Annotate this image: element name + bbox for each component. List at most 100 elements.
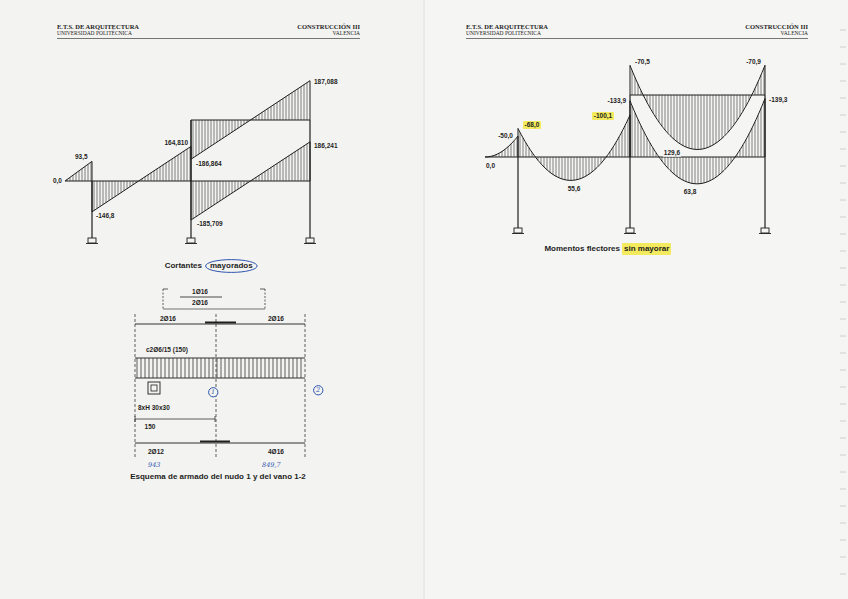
- hatch-line: [583, 157, 584, 178]
- beam-outline: [135, 358, 305, 359]
- hatch-line: [148, 175, 149, 181]
- hatch-line: [713, 95, 714, 145]
- stirrup-line: [213, 358, 214, 378]
- hatch-line: [271, 167, 272, 181]
- hatch-line: [671, 95, 672, 136]
- stirrup-line: [245, 358, 246, 378]
- header-text: UNIVERSIDAD POLITÉCNICA: [57, 31, 132, 37]
- support-symbol: [626, 228, 634, 233]
- rebar-line: [163, 309, 265, 310]
- stirrup-line: [233, 358, 234, 378]
- stirrup-line: [165, 358, 166, 378]
- hatch-line: [722, 95, 723, 138]
- hatch-line: [202, 181, 203, 213]
- hatch-line: [208, 181, 209, 209]
- rebar-line: [135, 324, 305, 325]
- margin-tick: [840, 574, 846, 575]
- hatch-line: [625, 126, 626, 157]
- hatch-line: [565, 157, 566, 180]
- moment-value: -70,5: [634, 59, 651, 66]
- margin-tick: [840, 336, 846, 337]
- column-symbol: [148, 382, 160, 394]
- hatch-line: [511, 144, 512, 157]
- highlighted-words: sin mayorar: [622, 243, 671, 255]
- hatch-line: [211, 181, 212, 207]
- hatch-line: [280, 162, 281, 181]
- hatch-line: [211, 120, 212, 146]
- stirrup-line: [273, 358, 274, 378]
- hatch-line: [514, 141, 515, 157]
- stirrup-line: [241, 358, 242, 378]
- caption: Momentos flectores: [544, 245, 620, 253]
- support-base: [624, 233, 636, 234]
- hatch-line: [205, 181, 206, 211]
- support-base: [759, 233, 771, 234]
- stirrup-line: [149, 358, 150, 378]
- hatch-line: [262, 173, 263, 181]
- hatch-line: [716, 157, 717, 177]
- diagram-curve: [191, 81, 310, 160]
- hatch-line: [704, 95, 705, 149]
- bracket-line: [163, 289, 164, 309]
- margin-tick: [840, 506, 846, 507]
- hatch-line: [73, 175, 74, 181]
- margin-tick: [840, 200, 846, 201]
- margin-tick: [840, 217, 846, 218]
- hatch-line: [301, 148, 302, 181]
- stirrup-line: [293, 358, 294, 378]
- hatch-line: [241, 120, 242, 126]
- hatch-line: [695, 157, 696, 184]
- hatch-line: [307, 83, 308, 120]
- hatch-line: [562, 157, 563, 179]
- rebar-label: 2Ø16: [192, 300, 208, 307]
- axis-line: [216, 314, 217, 458]
- shear-value: -186,864: [195, 161, 223, 168]
- hatch-line: [659, 95, 660, 122]
- hatch-line: [692, 95, 693, 149]
- hatch-line: [665, 95, 666, 130]
- hatch-line: [232, 120, 233, 132]
- margin-tick: [840, 557, 846, 558]
- hatch-line: [689, 95, 690, 148]
- margin-tick: [840, 370, 846, 371]
- hatch-line: [616, 142, 617, 157]
- node-text: sin mayorar: [624, 245, 669, 253]
- stirrup-line: [141, 358, 142, 378]
- support-symbol: [761, 228, 769, 233]
- margin-tick: [840, 81, 846, 82]
- hatch-line: [292, 93, 293, 120]
- dimension-tick: [135, 416, 136, 422]
- hatch-line: [220, 120, 221, 140]
- support-symbol: [306, 238, 314, 243]
- page-fold: [424, 0, 425, 599]
- hatch-line: [728, 157, 729, 166]
- diagram-curve: [65, 161, 92, 181]
- hatch-line: [268, 169, 269, 181]
- hatch-line: [157, 169, 158, 181]
- margin-tick: [840, 166, 846, 167]
- hatch-line: [592, 157, 593, 172]
- node-text: -100,1: [594, 113, 612, 120]
- bracket-line: [163, 289, 168, 290]
- hatch-line: [220, 181, 221, 201]
- hatch-line: [638, 119, 639, 157]
- margin-tick: [840, 438, 846, 439]
- hatch-line: [214, 181, 215, 205]
- hatch-line: [734, 95, 735, 125]
- hatch-line: [731, 95, 732, 129]
- hatch-line: [232, 181, 233, 193]
- hatch-line: [571, 157, 572, 180]
- hatch-line: [271, 106, 272, 120]
- stirrup-line: [181, 358, 182, 378]
- margin-tick: [840, 64, 846, 65]
- margin-tick: [840, 285, 846, 286]
- hatch-line: [241, 181, 242, 187]
- hatch-line: [680, 157, 681, 178]
- moment-value: 55,6: [567, 186, 582, 193]
- hatch-line: [686, 157, 687, 182]
- diagram-edge: [630, 65, 631, 95]
- hatch-line: [683, 157, 684, 180]
- hatch-line: [713, 157, 714, 179]
- shear-value: -185,709: [196, 221, 224, 228]
- dimension: 150: [145, 424, 156, 431]
